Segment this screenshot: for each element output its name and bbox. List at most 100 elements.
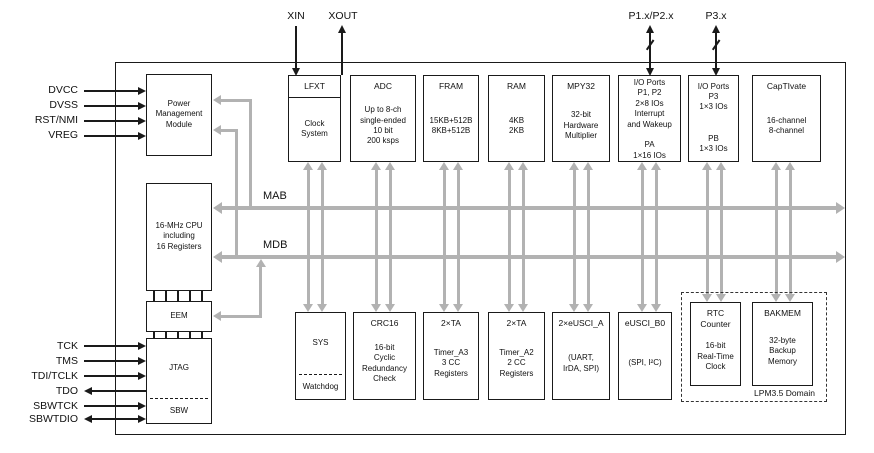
block-title: JTAG	[169, 363, 189, 373]
arrow-up-icon	[385, 162, 395, 170]
block-timer-a2: 2×TA Timer_A2 2 CC Registers	[488, 312, 545, 400]
wire	[84, 345, 139, 347]
pin-label-rst-nmi: RST/NMI	[34, 114, 78, 126]
block-body: 16-channel 8-channel	[766, 115, 807, 136]
wire	[189, 291, 191, 301]
wire	[165, 291, 167, 301]
wire	[84, 90, 139, 92]
block-title: SYS	[312, 338, 329, 348]
block-body: Power Management Module	[155, 98, 203, 129]
block-title: BAKMEM	[764, 308, 801, 318]
chip-outline	[115, 62, 846, 435]
block-cpu: 16-MHz CPU including 16 Registers	[146, 183, 212, 291]
arrow-left-icon	[213, 125, 221, 135]
block-title: RAM	[507, 81, 526, 91]
pin-label-dvss: DVSS	[49, 99, 78, 111]
block-body: 4KB 2KB	[508, 115, 525, 136]
arrow-left-icon	[213, 95, 221, 105]
block-power-management: Power Management Module	[146, 74, 212, 156]
arrow-down-icon	[371, 304, 381, 312]
bus-label-mdb: MDB	[261, 239, 290, 251]
arrow-down-icon	[518, 304, 528, 312]
arrow-up-icon	[785, 162, 795, 170]
pin-label-p1x-p2x: P1.x/P2.x	[628, 10, 674, 22]
wire	[201, 332, 203, 338]
block-body: 32-bit Hardware Multiplier	[563, 110, 599, 141]
arrow-up-icon	[371, 162, 381, 170]
block-captivate: CapTIvate 16-channel 8-channel	[752, 75, 821, 162]
arrow-down-icon	[385, 304, 395, 312]
block-body: Timer_A2 2 CC Registers	[499, 347, 534, 378]
pin-label-tdo: TDO	[55, 385, 78, 397]
wire	[84, 105, 139, 107]
wire	[165, 332, 167, 338]
arrow-left-icon	[213, 251, 222, 263]
wire	[521, 169, 525, 305]
block-fram: FRAM 15KB+512B 8KB+512B	[423, 75, 479, 162]
block-title: 2×TA	[441, 318, 461, 328]
wire	[572, 169, 576, 305]
arrow-down-icon	[702, 294, 712, 302]
wire	[219, 98, 252, 102]
block-body: (SPI, I²C)	[628, 358, 662, 368]
wire	[654, 169, 658, 305]
block-io-ports-p1-p2: I/O Ports P1, P2 2×8 IOs Interrupt and W…	[618, 75, 681, 162]
arrow-up-icon	[771, 162, 781, 170]
wire	[640, 169, 644, 305]
arrow-up-icon	[453, 162, 463, 170]
block-subtitle: SBW	[169, 405, 189, 415]
block-sys: SYS Watchdog	[295, 312, 346, 400]
block-eem: EEM	[146, 301, 212, 332]
arrow-down-icon	[291, 68, 300, 76]
wire	[91, 418, 139, 420]
wire	[715, 33, 717, 68]
lpm35-domain-label: LPM3.5 Domain	[754, 388, 815, 398]
block-body: 16-MHz CPU including 16 Registers	[155, 220, 203, 251]
arrow-down-icon	[716, 294, 726, 302]
block-body: 16-bit Real-Time Clock	[697, 341, 734, 372]
wire	[84, 375, 139, 377]
arrow-left-icon	[213, 311, 221, 321]
block-bakmem: BAKMEM 32-byte Backup Memory	[752, 302, 813, 386]
wire	[295, 26, 297, 68]
wire	[222, 255, 836, 259]
wire	[388, 169, 392, 305]
arrow-right-icon	[138, 131, 146, 140]
arrow-right-icon	[138, 101, 146, 110]
block-title: MPY32	[567, 81, 595, 91]
arrow-down-icon	[317, 304, 327, 312]
arrow-up-icon	[439, 162, 449, 170]
arrow-left-icon	[213, 202, 222, 214]
arrow-down-icon	[771, 294, 781, 302]
block-jtag-sbw: JTAG SBW	[146, 338, 212, 424]
wire	[177, 291, 179, 301]
arrow-down-icon	[651, 304, 661, 312]
block-io-ports-p3: I/O Ports P3 1×3 IOs PB 1×3 IOs	[688, 75, 739, 162]
arrow-right-icon	[138, 401, 146, 410]
block-eusci-a: 2×eUSCI_A (UART, IrDA, SPI)	[552, 312, 610, 400]
wire	[153, 332, 155, 338]
arrow-up-icon	[518, 162, 528, 170]
divider	[289, 97, 340, 99]
arrow-up-icon	[716, 162, 726, 170]
block-crc16: CRC16 16-bit Cyclic Redundancy Check	[353, 312, 416, 400]
arrow-up-icon	[583, 162, 593, 170]
arrow-right-icon	[138, 341, 146, 350]
pin-label-tdi-tclk: TDI/TCLK	[31, 370, 78, 382]
arrow-up-icon	[711, 25, 720, 33]
wire	[222, 206, 836, 210]
arrow-left-icon	[84, 386, 92, 395]
arrow-down-icon	[583, 304, 593, 312]
wire	[442, 169, 446, 305]
pin-label-tck: TCK	[57, 340, 78, 352]
block-body: (UART, IrDA, SPI)	[562, 353, 599, 373]
arrow-up-icon	[255, 259, 266, 267]
arrow-down-icon	[453, 304, 463, 312]
block-ram: RAM 4KB 2KB	[488, 75, 545, 162]
block-title: 2×TA	[506, 318, 527, 328]
wire	[649, 33, 651, 68]
wire	[774, 169, 778, 295]
pin-label-sbwtck: SBWTCK	[33, 400, 78, 412]
